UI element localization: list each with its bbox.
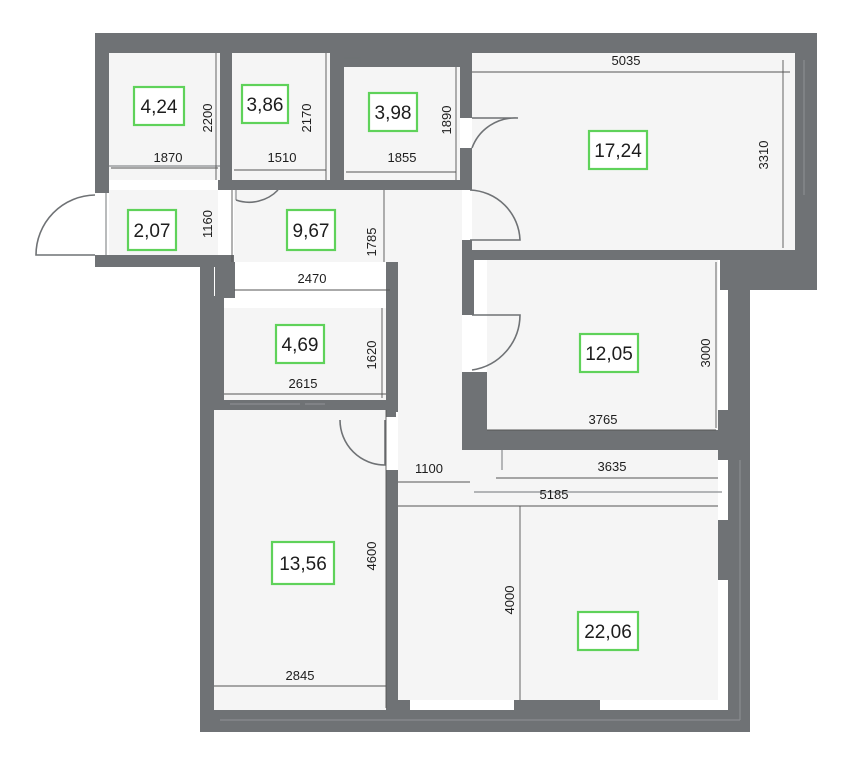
- dim-2615: 2615: [289, 376, 318, 391]
- dim-3000: 3000: [698, 339, 713, 368]
- dimension-labels: 5035 3310 2200 1870 2170 1510 1890 1855 …: [154, 53, 771, 683]
- dim-1785: 1785: [364, 228, 379, 257]
- room-area-labels: 4,24 3,86 3,98 17,24 2,07 9,67 4,69 12,: [126, 83, 649, 652]
- area-label-r10: 22,06: [576, 610, 640, 652]
- dim-2845: 2845: [286, 668, 315, 683]
- dim-2200: 2200: [200, 104, 215, 133]
- dim-5035: 5035: [612, 53, 641, 68]
- svg-text:4,24: 4,24: [141, 97, 178, 118]
- walls: [95, 33, 817, 732]
- thin-lines: [105, 60, 805, 721]
- area-label-r9: 13,56: [270, 540, 336, 586]
- svg-text:3,86: 3,86: [247, 95, 284, 116]
- area-label-r7: 4,69: [274, 323, 326, 365]
- svg-text:13,56: 13,56: [279, 554, 327, 575]
- dim-1870: 1870: [154, 150, 183, 165]
- dim-2170: 2170: [299, 104, 314, 133]
- area-label-r6: 9,67: [285, 208, 337, 252]
- dim-2470: 2470: [298, 271, 327, 286]
- dim-3765: 3765: [589, 412, 618, 427]
- svg-text:2,07: 2,07: [134, 221, 171, 242]
- entrance-door: [35, 194, 96, 256]
- svg-text:4,69: 4,69: [282, 335, 319, 356]
- dim-5185: 5185: [540, 487, 569, 502]
- area-label-r2: 3,86: [240, 83, 290, 125]
- dimension-lines: [111, 53, 790, 708]
- doors: [35, 57, 521, 466]
- dim-4600: 4600: [364, 542, 379, 571]
- dim-3635: 3635: [598, 459, 627, 474]
- svg-text:3,98: 3,98: [375, 103, 412, 124]
- svg-text:17,24: 17,24: [594, 141, 642, 162]
- area-label-r8: 12,05: [578, 332, 640, 374]
- dim-1160: 1160: [200, 210, 215, 238]
- dim-1855: 1855: [388, 150, 417, 165]
- dim-1510: 1510: [268, 150, 297, 165]
- dim-3310: 3310: [756, 141, 771, 170]
- area-label-r4: 17,24: [587, 129, 649, 171]
- svg-text:9,67: 9,67: [293, 221, 330, 242]
- dim-4000: 4000: [502, 586, 517, 615]
- area-label-r3: 3,98: [367, 91, 419, 133]
- dim-1100: 1100: [415, 461, 443, 476]
- svg-text:12,05: 12,05: [585, 344, 633, 365]
- dim-1890: 1890: [439, 106, 454, 135]
- svg-text:22,06: 22,06: [584, 622, 632, 643]
- area-label-r5: 2,07: [126, 208, 178, 252]
- dim-1620: 1620: [364, 341, 379, 370]
- area-label-r1: 4,24: [132, 85, 186, 127]
